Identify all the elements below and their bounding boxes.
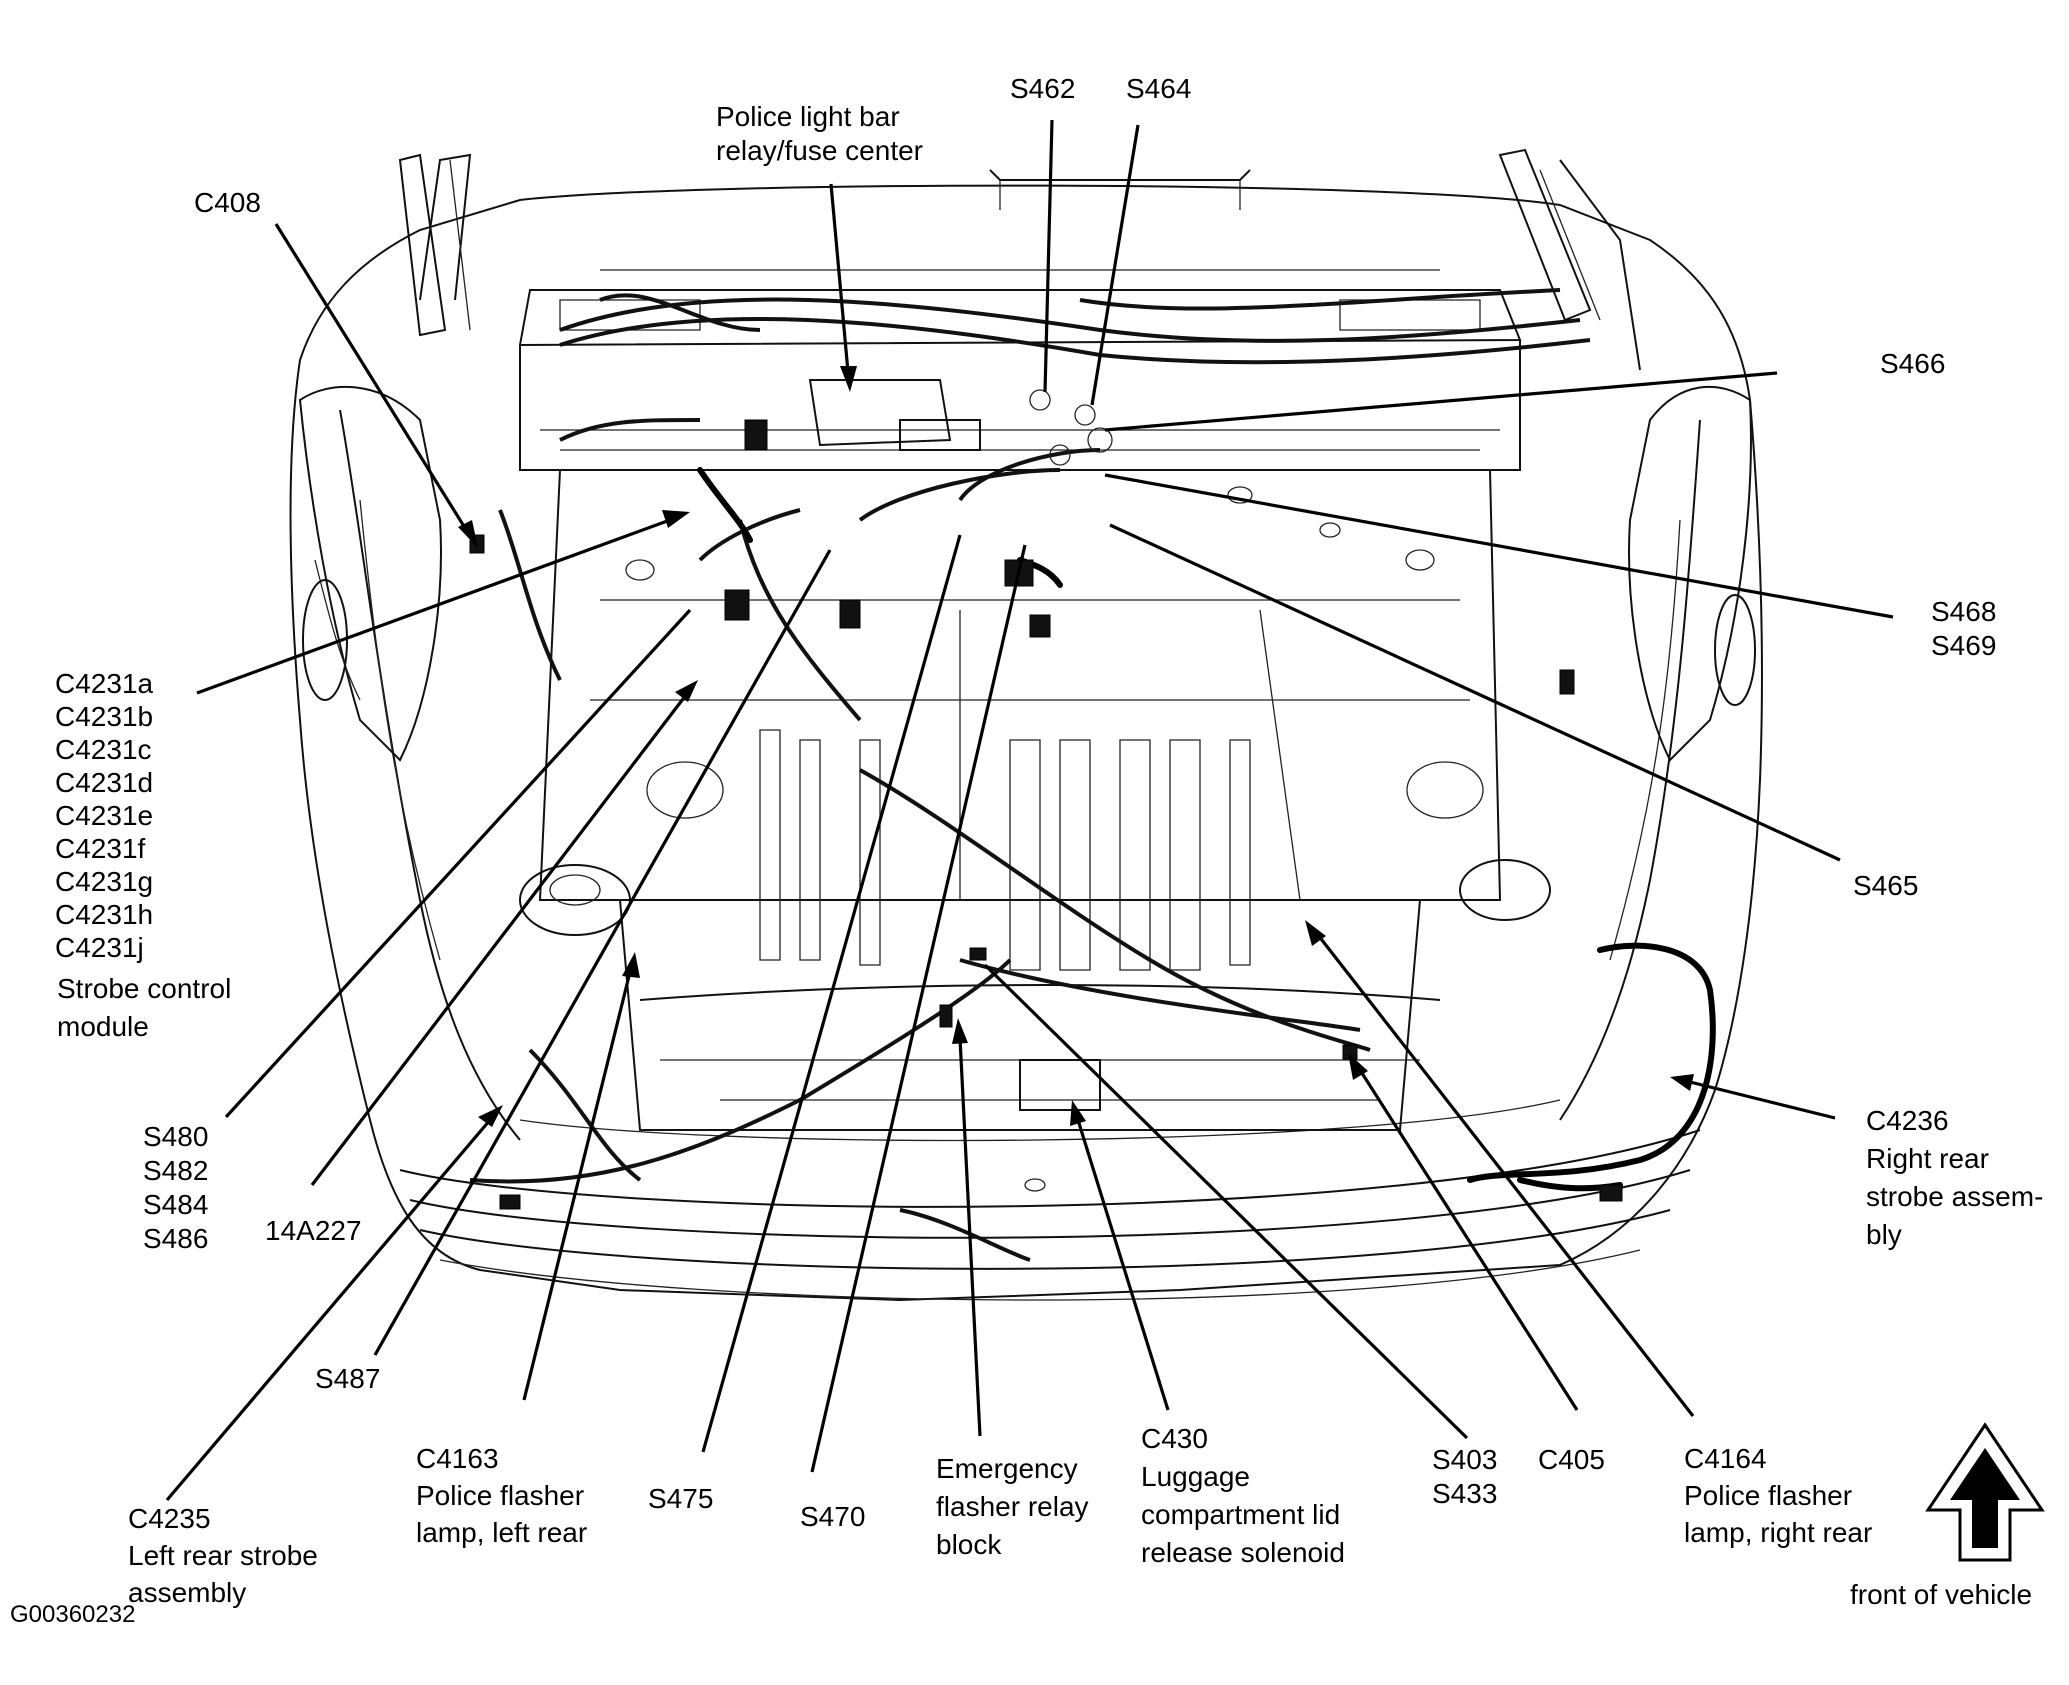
shelf-cross-member xyxy=(518,269,1522,581)
label-s470: S470 xyxy=(800,1501,866,1532)
label-c408: C408 xyxy=(194,187,261,218)
label-c4163: C4163 Police flasher lamp, left rear xyxy=(416,1443,588,1548)
front-of-vehicle-arrow-icon xyxy=(1925,1422,2045,1562)
label-emergency-flasher: Emergency flasher relay block xyxy=(936,1453,1089,1560)
label-c4235: C4235 Left rear strobe assembly xyxy=(128,1503,318,1608)
label-c405: C405 xyxy=(1538,1444,1605,1475)
label-c4236: C4236 Right rear strobe assem- bly xyxy=(1866,1105,2044,1250)
label-s462: S462 xyxy=(1010,73,1076,104)
label-s480-group: S480 S482 S484 S486 xyxy=(143,1121,209,1254)
label-s475: S475 xyxy=(648,1483,714,1514)
vehicle-body-outline xyxy=(289,184,1763,1302)
label-strobe-control-module: Strobe control module xyxy=(57,973,232,1042)
label-s487: S487 xyxy=(315,1363,381,1394)
components xyxy=(469,379,1623,1210)
label-14a227: 14A227 xyxy=(265,1215,362,1246)
label-s466: S466 xyxy=(1880,348,1946,379)
label-c4231-group: C4231a C4231b C4231c C4231d C4231e C4231… xyxy=(55,668,154,963)
front-of-vehicle-label: front of vehicle xyxy=(1850,1579,2033,1610)
trunk-floor xyxy=(519,469,1551,1192)
label-c430: C430 Luggage compartment lid release sol… xyxy=(1141,1423,1345,1568)
trunk-lid-hinges xyxy=(398,148,1641,371)
wiring-harness xyxy=(469,288,1716,1262)
figure-id: G00360232 xyxy=(10,1601,136,1628)
label-police-light-bar: Police light bar relay/fuse center xyxy=(716,101,923,166)
label-s464: S464 xyxy=(1126,73,1192,104)
label-s403-s433: S403 S433 xyxy=(1432,1444,1498,1509)
leader-lines xyxy=(165,119,1894,1502)
label-s465: S465 xyxy=(1853,870,1919,901)
label-c4164: C4164 Police flasher lamp, right rear xyxy=(1684,1443,1873,1548)
label-s468-s469: S468 S469 xyxy=(1931,596,1997,661)
